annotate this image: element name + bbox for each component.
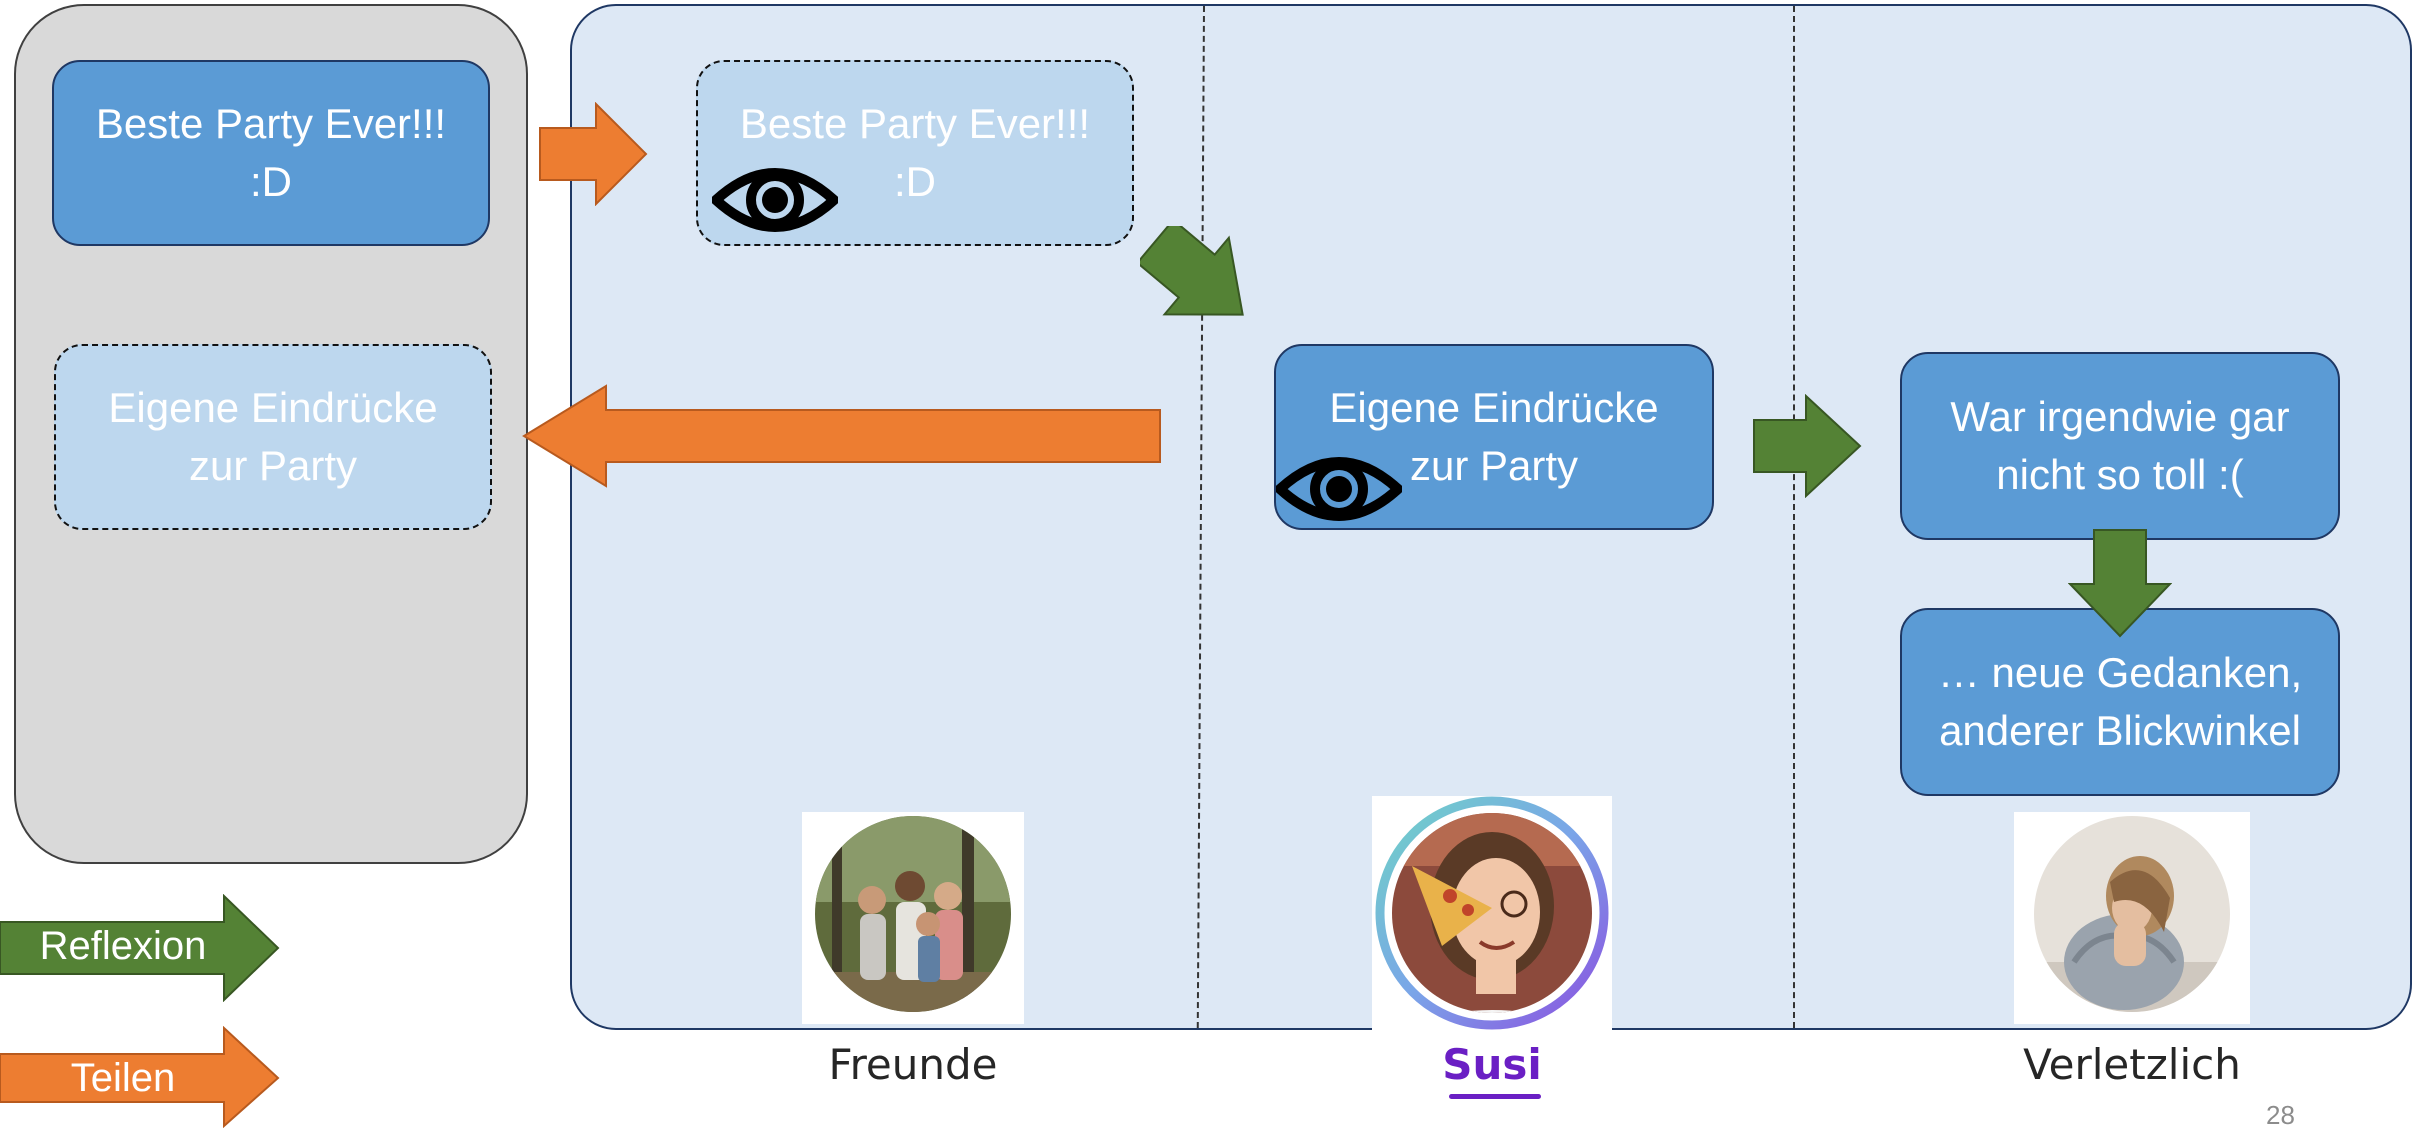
thought-box: War irgendwie gar nicht so toll :(	[1900, 352, 2340, 540]
own-impressions-box: Eigene Eindrücke zur Party	[54, 344, 492, 530]
persona-caption-susi: Susi	[1442, 1040, 1542, 1089]
persona-caption-verletzlich: Verletzlich	[2023, 1040, 2241, 1089]
page-number: 28	[2266, 1100, 2295, 1130]
seen-post-box: Beste Party Ever!!! :D	[696, 60, 1134, 246]
susi-profile-photo	[1375, 796, 1609, 1030]
column-divider-2	[1793, 6, 1795, 1028]
reflexion-arrow-down	[2068, 529, 2172, 638]
persona-card-susi	[1372, 796, 1612, 1030]
persona-card-verletzlich	[2014, 812, 2250, 1024]
teilen-arrow-post	[539, 102, 648, 206]
post-box: Beste Party Ever!!! :D	[52, 60, 490, 246]
group-of-friends-photo	[815, 816, 1011, 1012]
legend-teilen-label: Teilen	[70, 1056, 176, 1100]
persona-caption-freunde: Freunde	[828, 1040, 998, 1089]
new-thoughts-box: … neue Gedanken, anderer Blickwinkel	[1900, 608, 2340, 796]
teilen-arrow-back	[522, 384, 1161, 488]
legend-reflexion-label: Reflexion	[39, 924, 207, 968]
susi-impressions-box: Eigene Eindrücke zur Party	[1274, 344, 1714, 530]
reflexion-arrow-to-susi	[1140, 226, 1244, 316]
legend-reflexion-arrow	[0, 894, 280, 1002]
vulnerable-person-photo	[2034, 816, 2230, 1012]
susi-underline	[1449, 1094, 1541, 1099]
legend-teilen-arrow	[0, 1026, 280, 1128]
eye-icon	[1276, 457, 1402, 521]
reflexion-arrow-to-thought	[1753, 394, 1862, 498]
persona-card-freunde	[802, 812, 1024, 1024]
eye-icon	[712, 168, 838, 232]
